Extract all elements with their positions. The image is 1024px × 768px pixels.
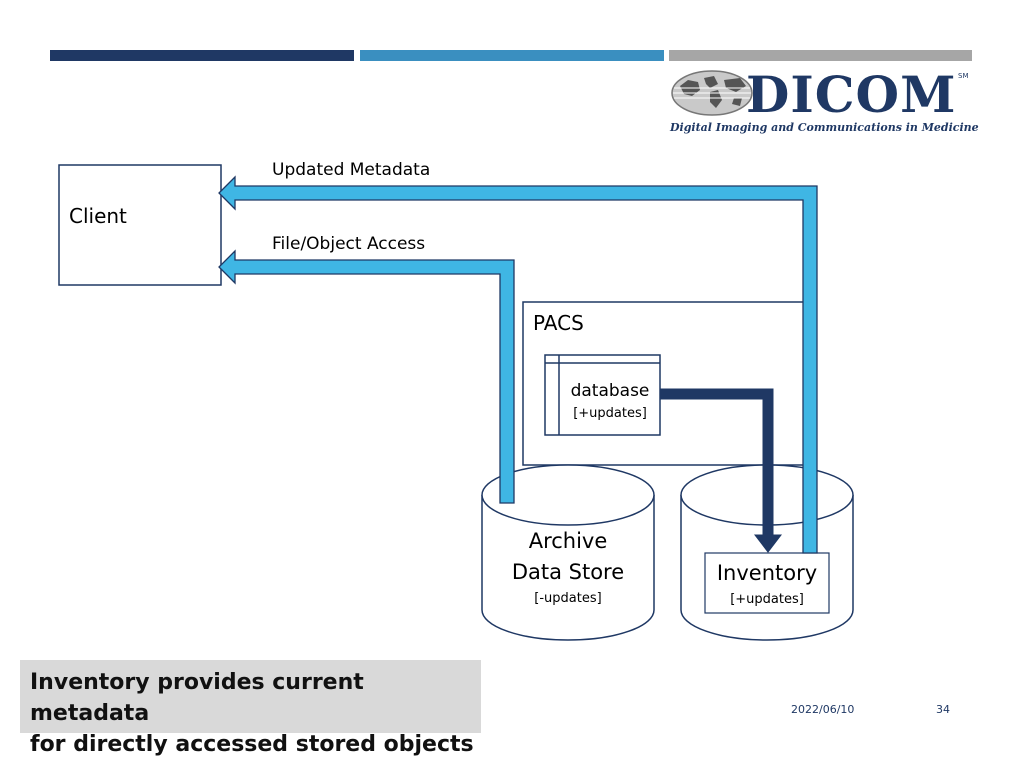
header-bar-dark — [50, 50, 354, 61]
globe-icon — [671, 70, 753, 116]
updated-metadata-arrow — [218, 175, 818, 554]
file-access-label: File/Object Access — [272, 234, 426, 254]
footer-date: 2022/06/10 — [791, 703, 855, 716]
inventory-label: Inventory — [716, 561, 818, 585]
caption-box: Inventory provides current metadata for … — [20, 660, 481, 757]
archive-label: Archive — [528, 529, 608, 553]
updated-metadata-label: Updated Metadata — [272, 160, 431, 180]
dicom-logo: DICOM SM Digital Imaging and Communicati… — [668, 65, 979, 136]
database-label: database — [570, 381, 650, 401]
logo-service-mark: SM — [958, 72, 969, 80]
database-sub-label: [+updates] — [573, 406, 647, 421]
caption-line-2: for directly accessed stored objects — [30, 732, 474, 757]
header-bar-blue — [360, 50, 664, 61]
header-bar-gray — [669, 50, 972, 61]
inventory-sub-label: [+updates] — [730, 592, 804, 607]
client-box — [58, 164, 222, 286]
logo-tagline: Digital Imaging and Communications in Me… — [670, 121, 979, 134]
inventory-label-box — [704, 552, 830, 614]
page-number: 34 — [936, 703, 950, 716]
client-label: Client — [69, 204, 127, 228]
database-table-icon — [544, 354, 661, 436]
database-update-arrow — [659, 388, 783, 553]
data-store-label: Data Store — [511, 560, 625, 584]
caption-line-1: Inventory provides current metadata — [30, 670, 364, 726]
caption-text: Inventory provides current metadata for … — [30, 667, 481, 760]
logo-wordmark: DICOM — [746, 65, 957, 124]
archive-cylinder — [481, 464, 655, 641]
pacs-label: PACS — [533, 311, 584, 335]
archive-sub-label: [-updates] — [534, 591, 602, 606]
file-access-arrow — [218, 249, 515, 504]
